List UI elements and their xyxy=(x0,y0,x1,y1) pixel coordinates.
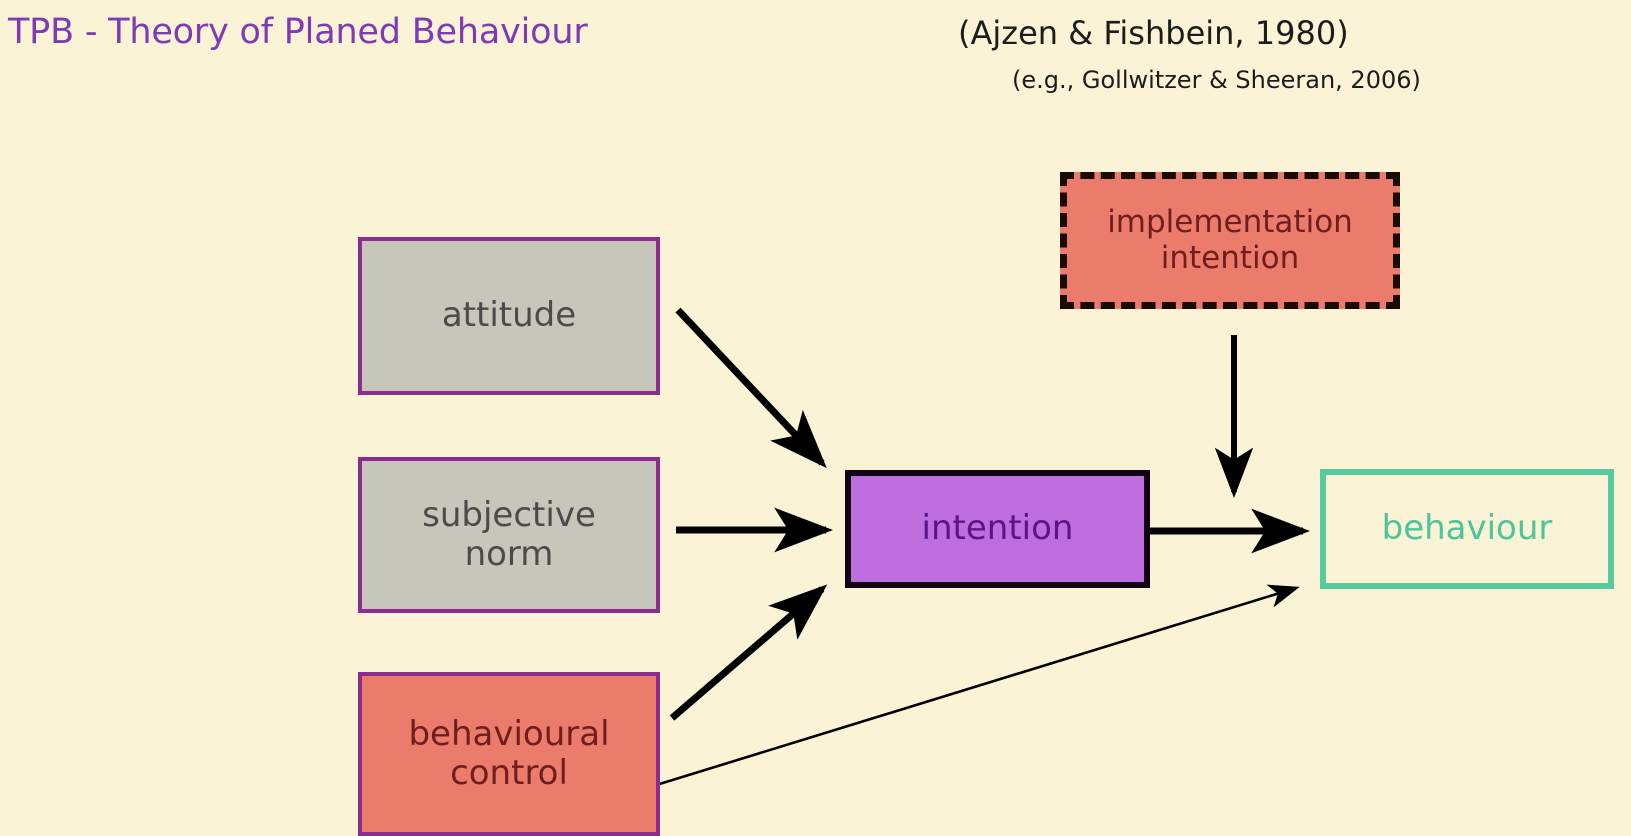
node-behavioural-control[interactable]: behavioural control xyxy=(358,672,660,836)
arrow-behavioural-control-to-intention xyxy=(669,584,828,721)
node-attitude[interactable]: attitude xyxy=(358,237,660,395)
node-implementation-intention-label: implementation intention xyxy=(1107,203,1353,276)
node-behavioural-control-label: behavioural control xyxy=(408,713,610,793)
node-subjective-norm-label: subjective norm xyxy=(422,494,596,574)
node-intention[interactable]: intention xyxy=(845,470,1150,588)
node-behaviour-label: behaviour xyxy=(1381,508,1553,549)
citation-primary: (Ajzen & Fishbein, 1980) xyxy=(958,14,1349,52)
node-implementation-intention[interactable]: implementation intention xyxy=(1060,172,1400,309)
page-title: TPB - Theory of Planed Behaviour xyxy=(8,12,588,52)
node-subjective-norm[interactable]: subjective norm xyxy=(358,457,660,613)
arrow-attitude-to-intention xyxy=(675,307,827,469)
node-attitude-label: attitude xyxy=(441,295,577,336)
citation-secondary: (e.g., Gollwitzer & Sheeran, 2006) xyxy=(1012,66,1421,94)
node-behaviour[interactable]: behaviour xyxy=(1320,469,1614,589)
arrow-behavioural-control-to-behaviour xyxy=(652,584,1300,788)
node-intention-label: intention xyxy=(921,508,1074,549)
